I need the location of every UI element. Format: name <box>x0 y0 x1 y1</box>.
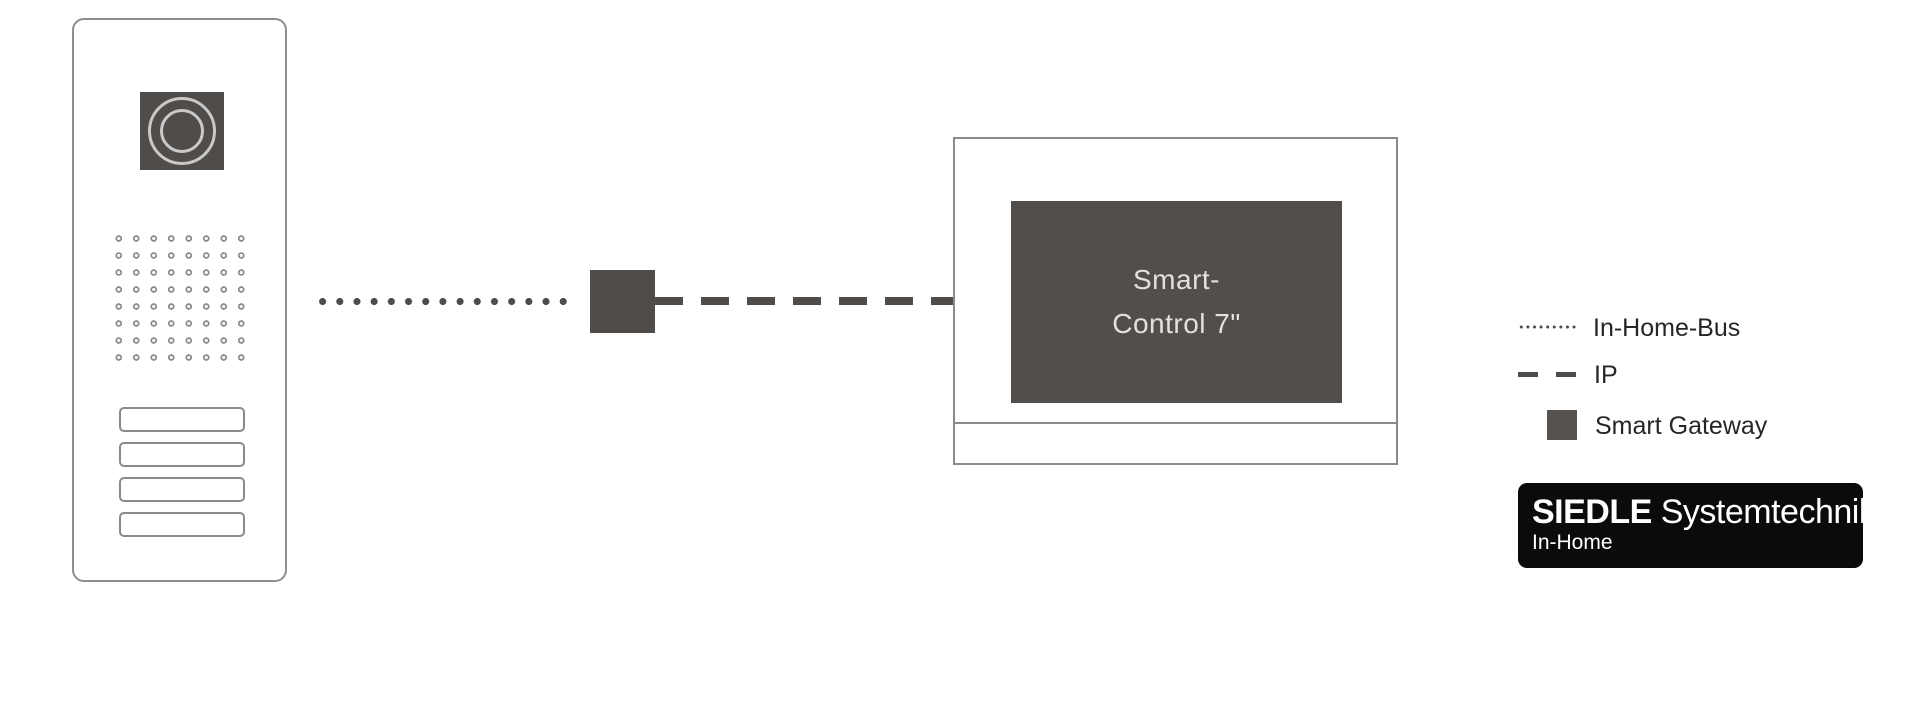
siedle-logo-brand: SIEDLE <box>1532 493 1652 531</box>
siedle-logo-title: SIEDLE Systemtechnik <box>1532 494 1863 530</box>
call-button <box>119 442 245 467</box>
smart-gateway-square <box>590 270 655 333</box>
call-button <box>119 407 245 432</box>
smart-control-base-divider <box>953 422 1398 424</box>
legend-square-swatch <box>1547 410 1577 440</box>
smart-control-label-line2: Control 7" <box>1112 308 1241 339</box>
door-station <box>72 18 287 582</box>
siedle-logo-subtitle: In-Home <box>1532 531 1613 554</box>
siedle-logo-suffix: Systemtechnik <box>1651 493 1863 531</box>
camera-lens-inner-ring <box>160 109 204 153</box>
legend-dotted-line-swatch <box>1518 325 1578 329</box>
in-home-bus-line <box>314 297 572 306</box>
call-button <box>119 512 245 537</box>
legend-label-in-home-bus: In-Home-Bus <box>1593 314 1741 342</box>
door-camera <box>140 92 224 170</box>
legend-dashed-line-swatch <box>1518 372 1576 377</box>
smart-control-label-line1: Smart- <box>1133 264 1220 295</box>
smart-control-screen: Smart- Control 7" <box>1011 201 1342 403</box>
legend-label-smart-gateway: Smart Gateway <box>1595 412 1768 440</box>
siedle-logo: SIEDLE Systemtechnik In-Home <box>1518 483 1863 568</box>
camera-lens-outer-ring <box>148 97 216 165</box>
ip-line <box>655 297 953 305</box>
speaker-grille <box>110 230 250 366</box>
smart-control-unit: Smart- Control 7" <box>953 137 1398 465</box>
call-button <box>119 477 245 502</box>
legend-label-ip: IP <box>1594 361 1618 389</box>
